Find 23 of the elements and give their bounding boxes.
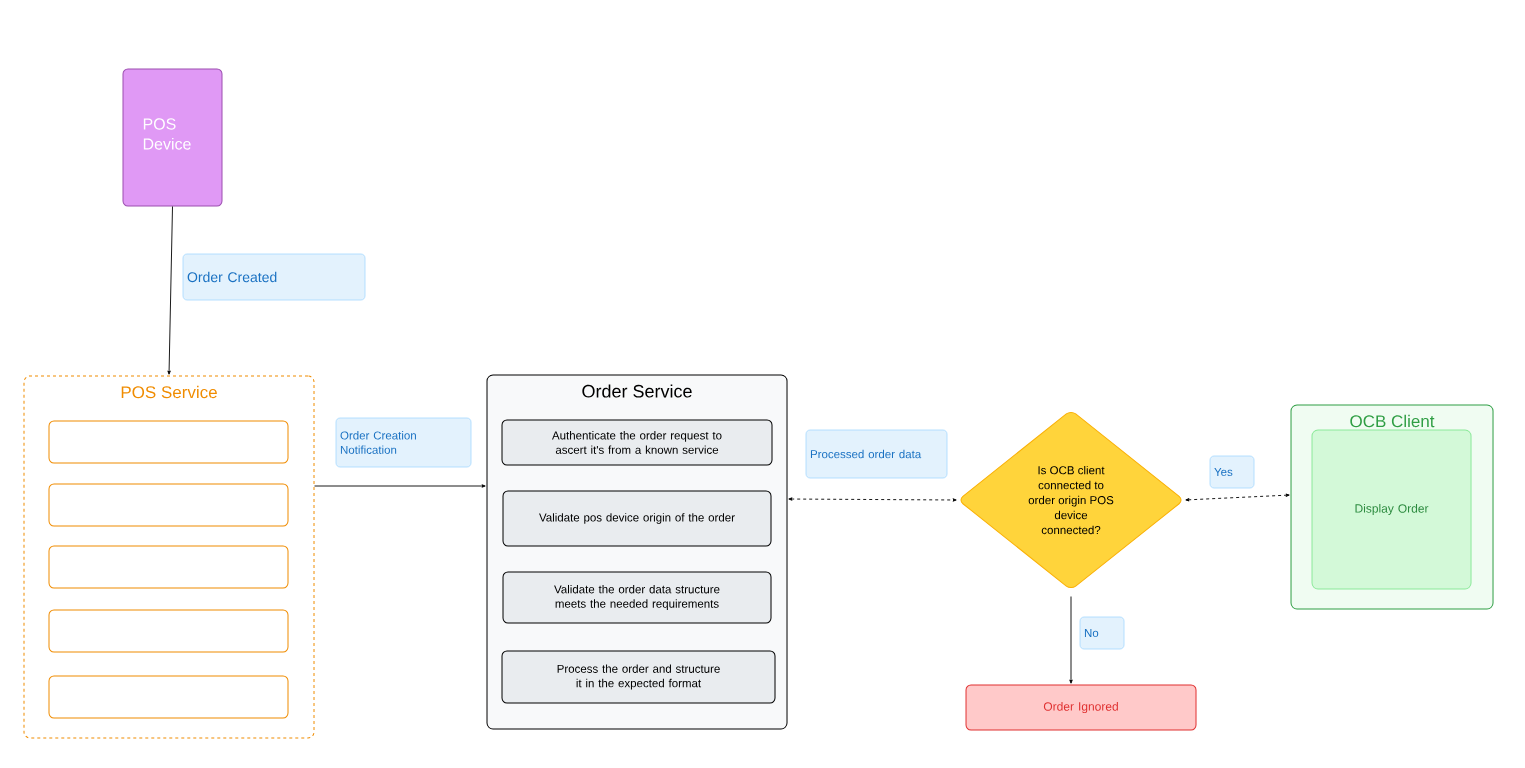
- terminal-box: Order Ignored: [965, 684, 1197, 731]
- arrow: [314, 484, 486, 488]
- process-box: Authenticate the order request to ascert it's from a known service: [501, 419, 773, 466]
- process-box: Process the order and structure it in the expected format: [501, 650, 776, 704]
- edge-label: Order Creation Notification: [335, 417, 472, 468]
- item-box: [48, 483, 289, 527]
- process-box: POS Device: [122, 68, 223, 207]
- item-box: [48, 609, 289, 653]
- process-box: Display Order: [1311, 429, 1472, 590]
- arrow: [788, 497, 957, 502]
- arrow: [167, 206, 173, 375]
- process-box: Validate the order data structure meets the needed requirements: [502, 571, 772, 624]
- item-box: [48, 420, 289, 464]
- process-box: Validate pos device origin of the order: [502, 490, 772, 547]
- edge-label: Processed order data: [805, 429, 948, 479]
- edge-label: No: [1079, 616, 1125, 650]
- edge-label: Yes: [1209, 455, 1255, 489]
- item-box: [48, 675, 289, 719]
- service-container: POS Service: [23, 375, 315, 739]
- arrow: [1185, 493, 1290, 502]
- item-box: [48, 545, 289, 589]
- arrow: [1069, 596, 1073, 684]
- edge-label: Order Created: [182, 253, 366, 301]
